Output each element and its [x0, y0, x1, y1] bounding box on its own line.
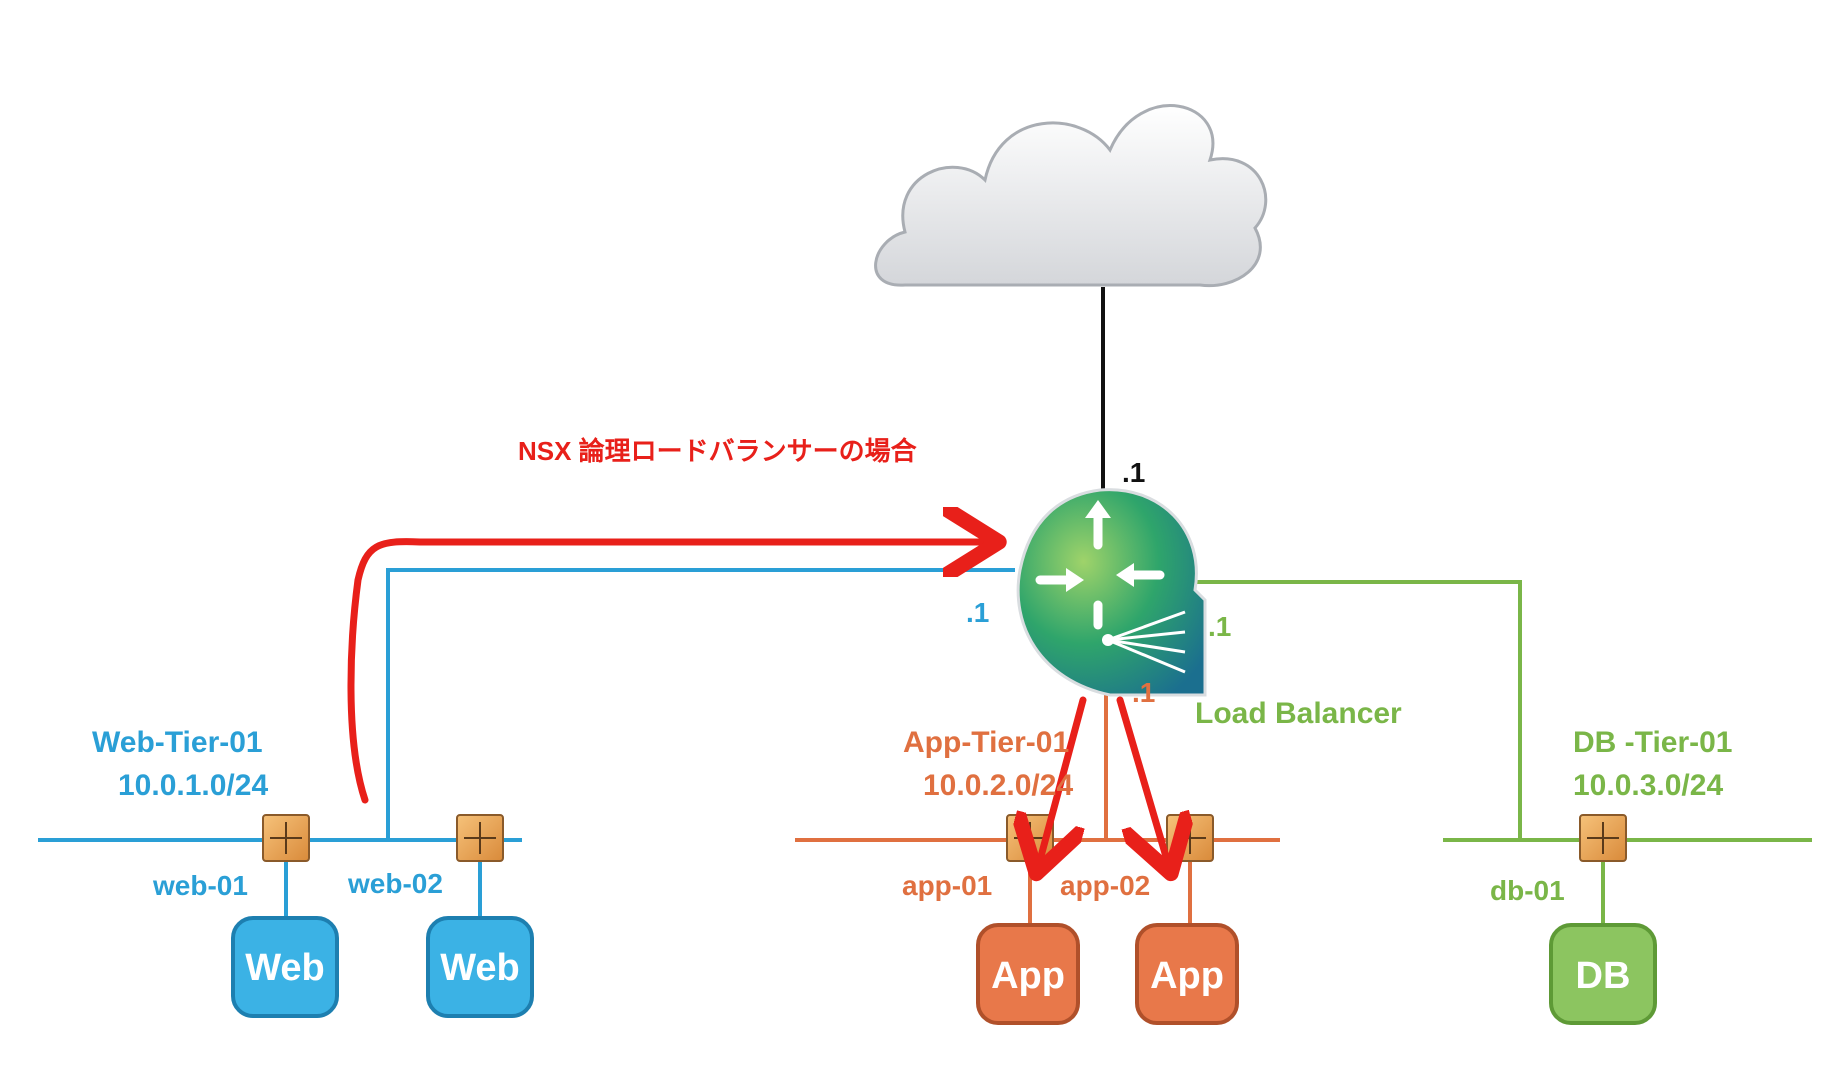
db-tier-name: DB -Tier-01: [1573, 726, 1733, 759]
internet-cloud: [874, 104, 1268, 288]
load-balancer-label: Load Balancer: [1195, 697, 1402, 730]
traffic-arrows: [347, 542, 1167, 860]
db-tier-network: [1190, 580, 1812, 926]
web-tier-name: Web-Tier-01: [92, 726, 263, 759]
app-switch-2-icon: [1166, 814, 1214, 862]
db-switch-icon: [1579, 814, 1627, 862]
lb-to-app-01-arrow: [1040, 696, 1087, 860]
app-01-name: app-01: [902, 870, 992, 901]
app-02-vm-box: [1135, 923, 1239, 1025]
web-01-name: web-01: [152, 870, 248, 901]
web-switch-1-icon: [262, 814, 310, 862]
router-app-ip: .1: [1132, 677, 1155, 708]
db-01-vm-box: [1549, 923, 1657, 1025]
nsx-edge-router-icon: [1016, 488, 1207, 697]
web-tier-subnet: 10.0.1.0/24: [118, 769, 268, 802]
router-db-ip: .1: [1208, 611, 1231, 642]
app-02-name: app-02: [1060, 870, 1150, 901]
web-switch-2-icon: [456, 814, 504, 862]
client-to-lb-arrow: [347, 542, 985, 804]
diagram-title: NSX 論理ロードバランサーの場合: [518, 436, 918, 466]
db-01-vm-label: DB: [1576, 955, 1631, 997]
app-tier-subnet: 10.0.2.0/24: [923, 769, 1073, 802]
web-02-name: web-02: [347, 868, 443, 899]
web-01-vm-box: [231, 916, 339, 1018]
app-tier-name: App-Tier-01: [903, 726, 1069, 759]
web-01-vm-label: Web: [245, 947, 325, 989]
web-02-vm-box: [426, 916, 534, 1018]
db-01-name: db-01: [1490, 875, 1565, 906]
router-web-ip: .1: [966, 597, 989, 628]
app-01-vm-box: [976, 923, 1080, 1025]
lb-to-app-02-arrow: [1116, 696, 1167, 860]
router-uplink-ip: .1: [1122, 457, 1145, 488]
app-01-vm-label: App: [991, 955, 1065, 997]
db-tier-subnet: 10.0.3.0/24: [1573, 769, 1723, 802]
app-02-vm-label: App: [1150, 955, 1224, 997]
web-02-vm-label: Web: [440, 947, 520, 989]
